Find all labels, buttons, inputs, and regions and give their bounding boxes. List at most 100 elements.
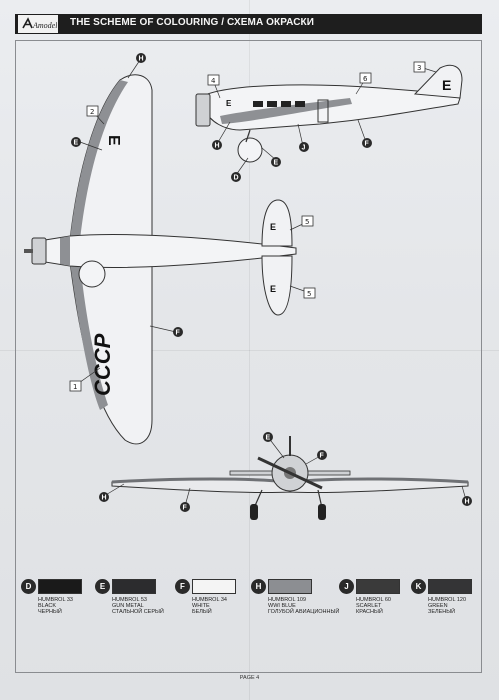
decal-number: 5 [307, 290, 311, 298]
svg-text:D: D [234, 175, 239, 182]
color-code: HUMBROL 34 [192, 597, 227, 603]
side-window-3 [281, 101, 291, 107]
color-swatch: F HUMBROL 34 WHITE БЕЛЫЙ [171, 575, 247, 635]
svg-text:J: J [302, 145, 306, 152]
brand-text: Amodel [32, 21, 57, 30]
svg-text:E: E [266, 435, 271, 442]
svg-text:F: F [176, 330, 181, 337]
paper-fold-horizontal [0, 350, 499, 351]
color-swatch: H HUMBROL 109 WWI BLUE ГОЛУБОЙ АВИАЦИОНН… [247, 575, 339, 635]
side-window-1 [253, 101, 263, 107]
color-name-en: WHITE [192, 603, 210, 609]
color-chip [428, 579, 472, 594]
decal-number: 1 [73, 383, 77, 391]
top-cockpit-circle [78, 260, 106, 288]
color-chip [112, 579, 156, 594]
top-fuselage [44, 234, 297, 268]
decal-number: 3 [417, 64, 421, 72]
page-frame [15, 40, 482, 673]
svg-text:H: H [215, 143, 220, 150]
color-swatch: K HUMBROL 120 GREEN ЗЕЛЕНЫЙ [407, 575, 483, 635]
color-name-en: GUN METAL [112, 603, 144, 609]
brand-logo: Amodel [17, 14, 59, 34]
front-wheel-left [250, 504, 258, 520]
decal-number: 2 [90, 108, 94, 116]
number-callouts: 2 1 4 6 3 5 5 [69, 61, 426, 392]
decal-number: 4 [211, 77, 216, 85]
letter-callouts: H E F H D E J F E F H F H [71, 53, 472, 512]
side-fuselage-stripe [220, 98, 352, 124]
svg-text:F: F [320, 453, 325, 460]
top-view: E СССР E E [24, 74, 297, 445]
color-name-en: WWI BLUE [268, 603, 296, 609]
svg-text:H: H [139, 56, 144, 63]
decal-number: 5 [305, 218, 309, 226]
page-title: THE SCHEME OF COLOURING / СХЕМА ОКРАСКИ [70, 17, 315, 28]
color-code: HUMBROL 120 [428, 597, 467, 603]
side-view: E E [195, 64, 463, 163]
color-code: HUMBROL 109 [268, 597, 307, 603]
color-name-en: GREEN [428, 603, 448, 609]
color-code: HUMBROL 33 [38, 597, 73, 603]
page-number: PAGE 4 [239, 675, 260, 681]
amodel-logo-icon: Amodel [22, 17, 57, 30]
paper-fold-vertical [249, 0, 250, 700]
top-stabilizer-upper [261, 199, 293, 247]
color-name-ru: СТАЛЬНОЙ СЕРЫЙ [112, 609, 164, 615]
top-propeller-hub [24, 249, 33, 253]
wing-registration-marking: СССР [90, 333, 115, 396]
side-gear-strut [245, 129, 251, 143]
svg-text:E: E [274, 160, 279, 167]
color-letter-badge: K [411, 579, 426, 594]
svg-text:H: H [102, 495, 107, 502]
top-engine-cowling [31, 237, 47, 265]
color-name-ru: ЗЕЛЕНЫЙ [428, 609, 456, 615]
decal-number: 6 [363, 75, 368, 83]
color-letter-badge: E [95, 579, 110, 594]
color-letter-badge: J [339, 579, 354, 594]
color-swatch: E HUMBROL 53 GUN METAL СТАЛЬНОЙ СЕРЫЙ [91, 575, 167, 635]
side-engine-cowling [195, 93, 211, 127]
color-letter-badge: H [251, 579, 266, 594]
color-chip [38, 579, 82, 594]
stab-letter-lower: E [270, 284, 276, 294]
front-propeller-blade [257, 456, 323, 490]
top-wing-upper-leading-edge [70, 80, 128, 240]
color-letter-badge: F [175, 579, 190, 594]
front-view [111, 436, 469, 520]
color-legend: D HUMBROL 33 BLACK ЧЕРНЫЙ E HUMBROL 53 G… [15, 575, 482, 635]
top-stabilizer-lower [261, 255, 293, 316]
color-name-en: BLACK [38, 603, 57, 609]
header-bar [15, 14, 482, 34]
color-code: HUMBROL 60 [356, 597, 391, 603]
color-swatch: D HUMBROL 33 BLACK ЧЕРНЫЙ [17, 575, 93, 635]
color-code: HUMBROL 53 [112, 597, 147, 603]
svg-text:F: F [365, 141, 370, 148]
svg-text:F: F [183, 505, 188, 512]
svg-text:E: E [74, 140, 79, 147]
color-name-en: SCARLET [356, 603, 382, 609]
color-name-ru: БЕЛЫЙ [192, 609, 212, 615]
color-name-ru: КРАСНЫЙ [356, 609, 383, 615]
color-chip [268, 579, 312, 594]
wing-letter-marking: E [105, 135, 122, 146]
side-wheel [237, 137, 263, 163]
side-window-2 [267, 101, 277, 107]
top-fuselage-nose-band [60, 236, 70, 266]
side-door [317, 99, 329, 123]
tail-letter-marking: E [442, 77, 451, 93]
color-chip [356, 579, 400, 594]
front-wheel-right [318, 504, 326, 520]
top-wing-lower-leading-edge [70, 262, 108, 410]
stab-letter-upper: E [270, 222, 276, 232]
side-window-4 [295, 101, 305, 107]
color-chip [192, 579, 236, 594]
color-name-ru: ГОЛУБОЙ АВИАЦИОННЫЙ [268, 609, 340, 615]
fuselage-letter-marking: E [226, 99, 232, 108]
color-letter-badge: D [21, 579, 36, 594]
color-name-ru: ЧЕРНЫЙ [38, 609, 62, 615]
color-swatch: J HUMBROL 60 SCARLET КРАСНЫЙ [335, 575, 411, 635]
svg-text:H: H [465, 499, 470, 506]
side-tail-fin [413, 64, 463, 99]
